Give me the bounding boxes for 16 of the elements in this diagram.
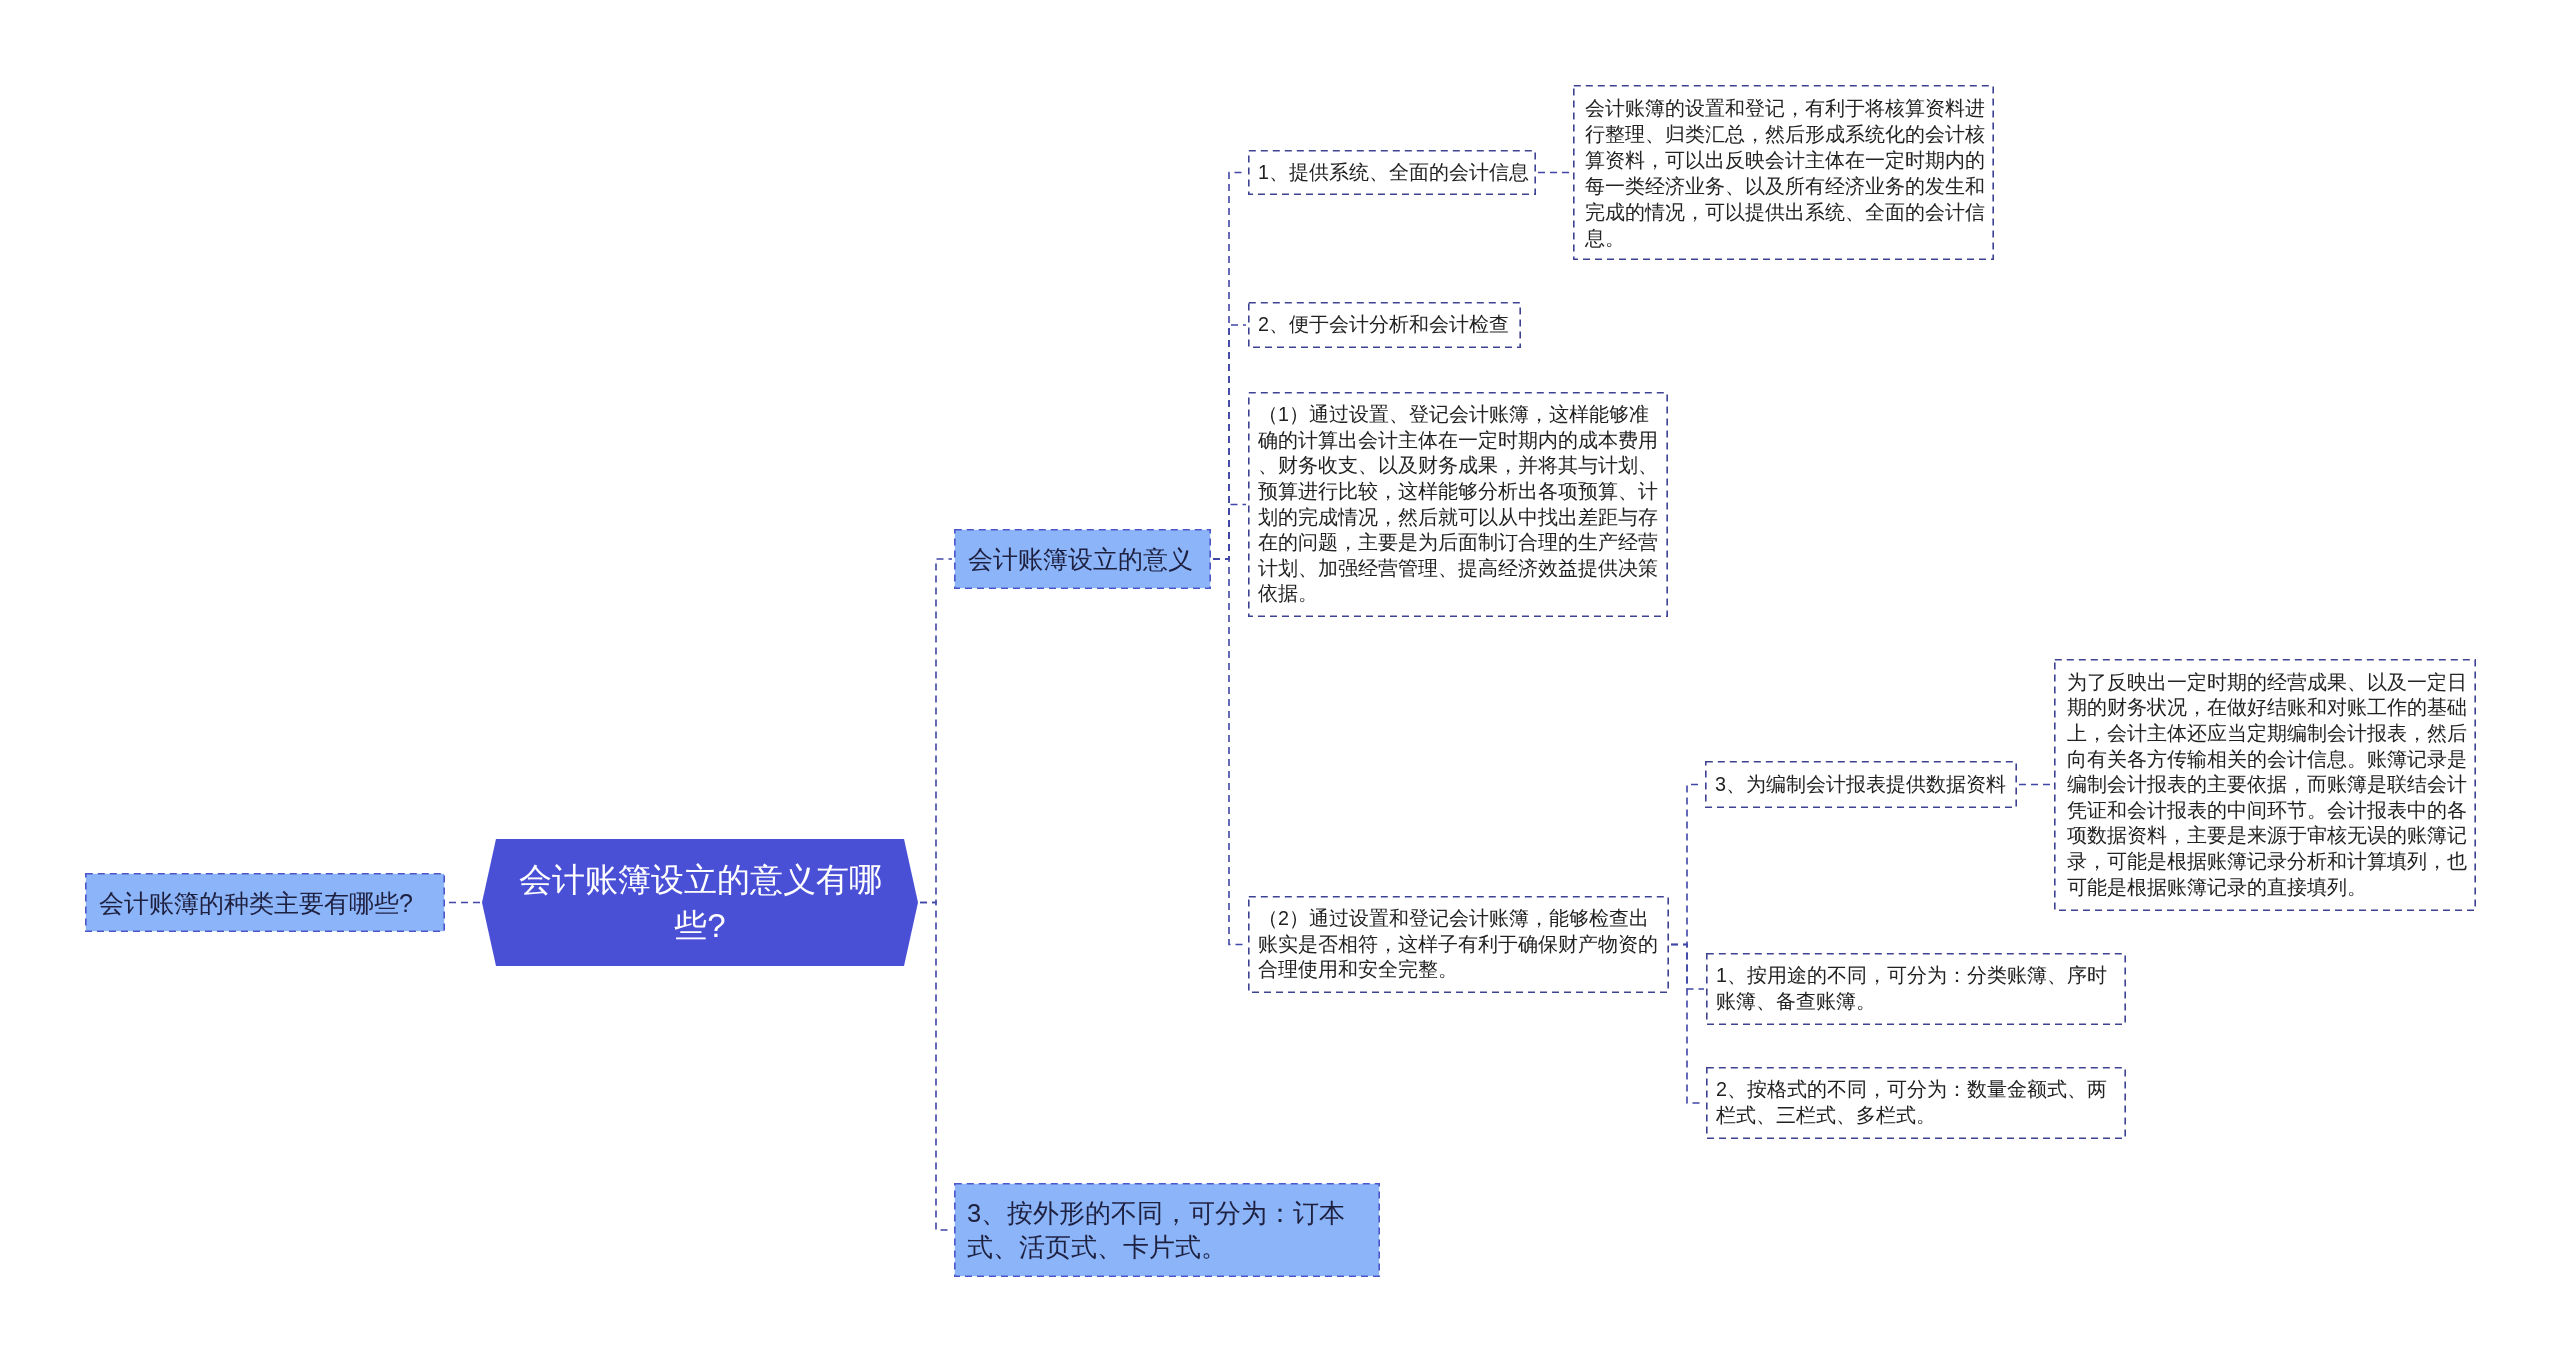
subtopic-box: 2、按格式的不同，可分为：数量金额式、两栏式、三栏式、多栏式。 — [1706, 1067, 2126, 1139]
connector-line — [2018, 783, 2053, 786]
subtopic-box: 为了反映出一定时期的经营成果、以及一定日期的财务状况，在做好结账和对账工作的基础上，会计主体还应当定期编制会计报表，然后向有关各方传输相关的会计信息。账簿记录是编制会计报表的主要依据，而账簿是联结会计凭证和会计报表的中间环节。会计报表中的各项数据资料，主要是来源于审核无误的账簿记录，可能是根据账簿记录分析和计算填列，也可能是根据账簿记录的直接填列。 — [2054, 659, 2476, 911]
subtopic-box: 2、便于会计分析和会计检查 — [1248, 302, 1521, 348]
subtopic-box: （1）通过设置、登记会计账簿，这样能够准确的计算出会计主体在一定时期内的成本费用、财务收支、以及财务成果，并将其与计划、预算进行比较，这样能够分析出各项预算、计划的完成情况，然后就可以从中找出差距与存在的问题，主要是为后面制订合理的生产经营计划、加强经营管理、提高经济效益提供决策依据。 — [1248, 392, 1668, 617]
connector-line — [1537, 171, 1572, 174]
subtopic-box: 1、按用途的不同，可分为：分类账簿、序时账簿、备查账簿。 — [1706, 953, 2126, 1025]
hexagon-topic: 会计账簿设立的意义有哪些? — [482, 839, 918, 966]
subtopic-box: 1、提供系统、全面的会计信息 — [1248, 150, 1536, 195]
subtopic-box: （2）通过设置和登记会计账簿，能够检查出账实是否相符，这样子有利于确保财产物资的合理使用和安全完整。 — [1248, 896, 1669, 993]
connector-line — [446, 901, 481, 904]
subtopic-box: 3、为编制会计报表提供数据资料 — [1705, 761, 2017, 808]
topic-box: 会计账簿设立的意义 — [954, 529, 1211, 589]
topic-box: 会计账簿的种类主要有哪些? — [85, 873, 445, 932]
subtopic-box: 会计账簿的设置和登记，有利于将核算资料进行整理、归类汇总，然后形成系统化的会计核算资料，可以出反映会计主体在一定时期内的每一类经济业务、以及所有经济业务的发生和完成的情况，可以提供出系统、全面的会计信息。 — [1573, 85, 1994, 260]
topic-box: 3、按外形的不同，可分为：订本式、活页式、卡片式。 — [954, 1183, 1380, 1277]
